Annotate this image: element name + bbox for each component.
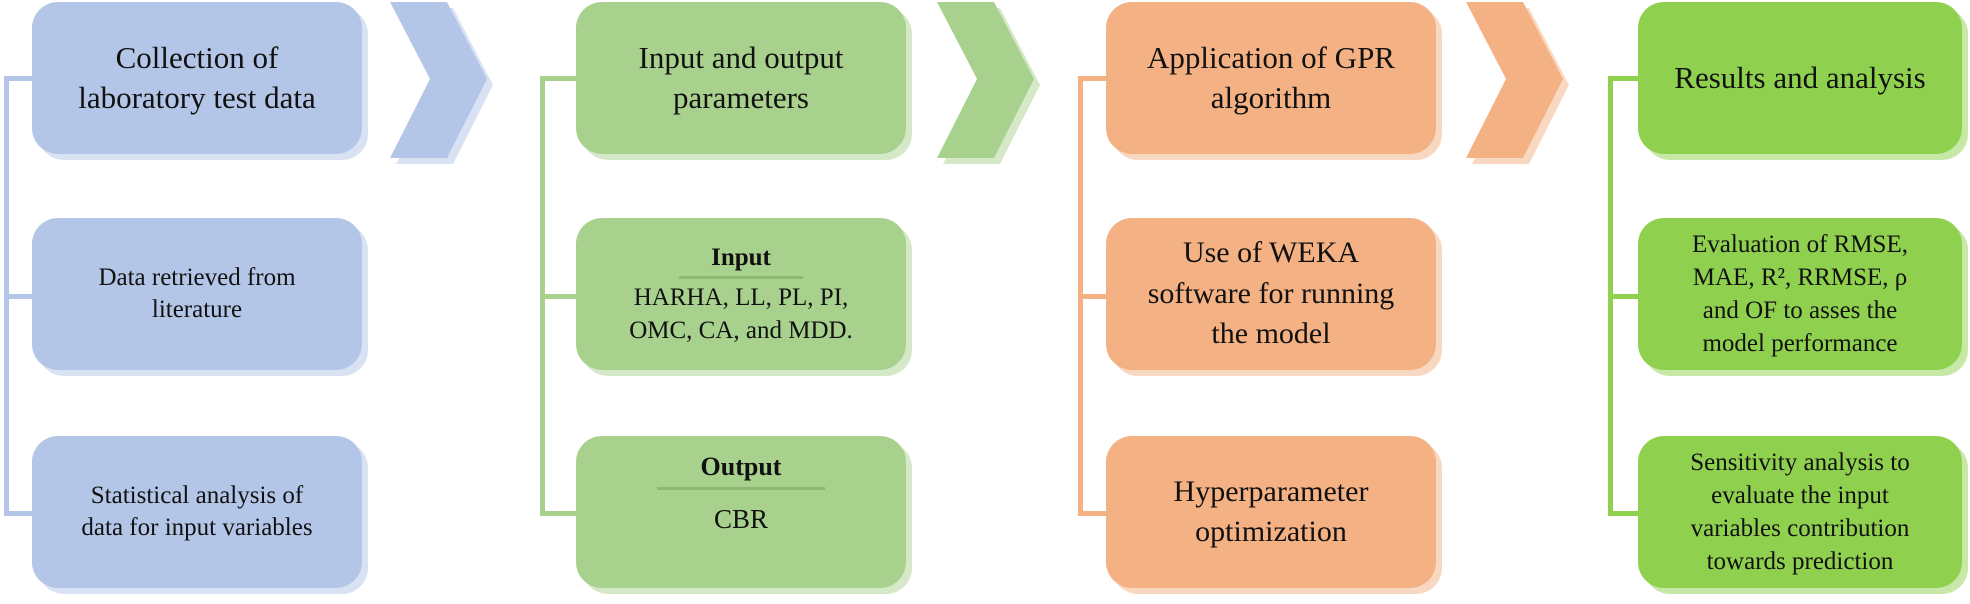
item-line: Statistical analysis of xyxy=(90,482,304,509)
item-line: Sensitivity analysis to xyxy=(1690,449,1910,476)
item-line: the model xyxy=(1211,317,1331,351)
item-box-sensitivity: Sensitivity analysis to evaluate the inp… xyxy=(1638,436,1962,588)
header-line: Results and analysis xyxy=(1674,60,1926,96)
header-box-gpr: Application of GPR algorithm xyxy=(1106,2,1436,154)
item-line: software for running xyxy=(1147,276,1395,310)
chevron-arrow-orange xyxy=(1466,2,1569,164)
item-box-input: Input HARHA, LL, PL, PI, OMC, CA, and MD… xyxy=(576,218,906,370)
item-line: Evaluation of RMSE, xyxy=(1692,231,1908,258)
chevron-arrow-blue xyxy=(390,2,493,164)
header-box-results: Results and analysis xyxy=(1638,2,1962,154)
item-line: HARHA, LL, PL, PI, xyxy=(633,284,849,311)
item-line: and OF to asses the xyxy=(1702,297,1898,324)
item-line: CBR xyxy=(713,504,769,535)
item-line: model performance xyxy=(1702,330,1898,357)
item-line: Data retrieved from xyxy=(98,264,296,291)
item-box-hyperparameter: Hyperparameter optimization xyxy=(1106,436,1436,588)
header-line: laboratory test data xyxy=(78,80,316,115)
header-line: Collection of xyxy=(115,40,279,76)
input-subheading: Input xyxy=(679,241,803,279)
item-line: evaluate the input xyxy=(1711,482,1889,509)
item-box-output: Output CBR xyxy=(576,436,906,588)
item-line: MAE, R², RRMSE, ρ xyxy=(1692,264,1908,291)
header-line: algorithm xyxy=(1210,80,1332,115)
item-line: Use of WEKA xyxy=(1182,236,1360,270)
item-line: Hyperparameter xyxy=(1173,474,1369,508)
header-box-collection: Collection of laboratory test data xyxy=(32,2,362,154)
item-line: data for input variables xyxy=(81,514,313,541)
header-line: Input and output xyxy=(638,40,844,76)
header-box-parameters: Input and output parameters xyxy=(576,2,906,154)
item-box-data-retrieved: Data retrieved from literature xyxy=(32,218,362,370)
item-line: OMC, CA, and MDD. xyxy=(629,317,853,344)
item-line: optimization xyxy=(1195,515,1347,548)
item-line: towards prediction xyxy=(1706,548,1894,575)
item-line: variables contribution xyxy=(1690,515,1910,542)
header-line: parameters xyxy=(673,80,809,115)
output-subheading: Output xyxy=(656,450,826,491)
item-box-evaluation: Evaluation of RMSE, MAE, R², RRMSE, ρ an… xyxy=(1638,218,1962,370)
item-box-weka: Use of WEKA software for running the mod… xyxy=(1106,218,1436,370)
item-line: literature xyxy=(151,296,243,323)
item-box-statistical-analysis: Statistical analysis of data for input v… xyxy=(32,436,362,588)
header-line: Application of GPR xyxy=(1147,40,1395,76)
chevron-arrow-green xyxy=(937,2,1040,164)
